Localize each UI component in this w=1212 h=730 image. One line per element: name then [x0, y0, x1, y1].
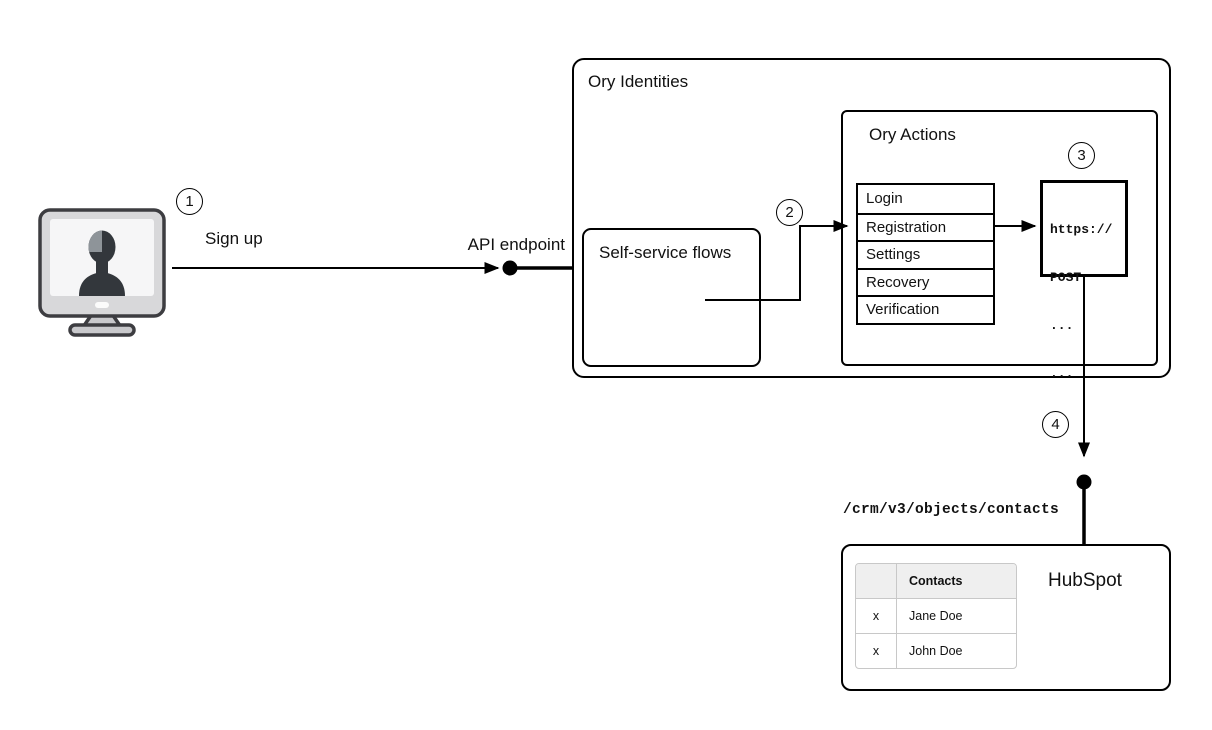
- monitor-stand-base: [68, 323, 136, 337]
- code-line: https://: [1050, 222, 1113, 237]
- ory-actions-box: Ory Actions Login Registration Settings …: [841, 110, 1158, 366]
- webhook-code-box: https:// POST ... ...: [1040, 180, 1128, 381]
- flow-row-registration: Registration: [858, 212, 993, 240]
- contact-name: Jane Doe: [909, 609, 963, 623]
- flow-row-recovery: Recovery: [858, 267, 993, 295]
- contact-mark: x: [856, 634, 897, 668]
- step-4-badge: 4: [1042, 411, 1069, 438]
- code-line: ...: [1050, 366, 1074, 381]
- flow-row-verification: Verification: [858, 295, 993, 323]
- step-1-badge: 1: [176, 188, 203, 215]
- self-service-flows-title: Self-service flows: [599, 243, 732, 262]
- hubspot-title: HubSpot: [1048, 570, 1122, 591]
- crm-path-label: /crm/v3/objects/contacts: [843, 502, 1060, 518]
- hubspot-endpoint-dot: [1076, 474, 1092, 490]
- self-service-flows-box: Self-service flows: [582, 228, 761, 367]
- monitor-button: [95, 302, 109, 308]
- code-line: ...: [1050, 318, 1074, 333]
- user-computer-icon: [38, 208, 166, 337]
- contact-name: John Doe: [909, 644, 963, 658]
- api-endpoint-label: API endpoint: [467, 235, 565, 254]
- contacts-header-empty-cell: [856, 564, 897, 598]
- contacts-table-header: Contacts: [856, 564, 1016, 598]
- step-3-badge: 3: [1068, 142, 1095, 169]
- step-2-badge: 2: [776, 199, 803, 226]
- ory-actions-title: Ory Actions: [869, 125, 956, 144]
- ory-identities-title: Ory Identities: [588, 72, 689, 91]
- hubspot-box: HubSpot Contacts x Jane Doe x John Doe: [841, 544, 1171, 691]
- contacts-row: x John Doe: [856, 633, 1016, 668]
- contacts-header-label: Contacts: [909, 574, 963, 588]
- contacts-row: x Jane Doe: [856, 598, 1016, 633]
- sign-up-label: Sign up: [205, 229, 263, 248]
- flow-row-settings: Settings: [858, 240, 993, 268]
- code-line: POST: [1050, 270, 1082, 285]
- contact-mark: x: [856, 599, 897, 633]
- contacts-table: Contacts x Jane Doe x John Doe: [855, 563, 1017, 669]
- person-silhouette: [79, 230, 125, 296]
- flows-table: Login Registration Settings Recovery Ver…: [856, 183, 995, 325]
- flow-row-login: Login: [858, 185, 993, 213]
- api-endpoint-dot: [502, 260, 518, 276]
